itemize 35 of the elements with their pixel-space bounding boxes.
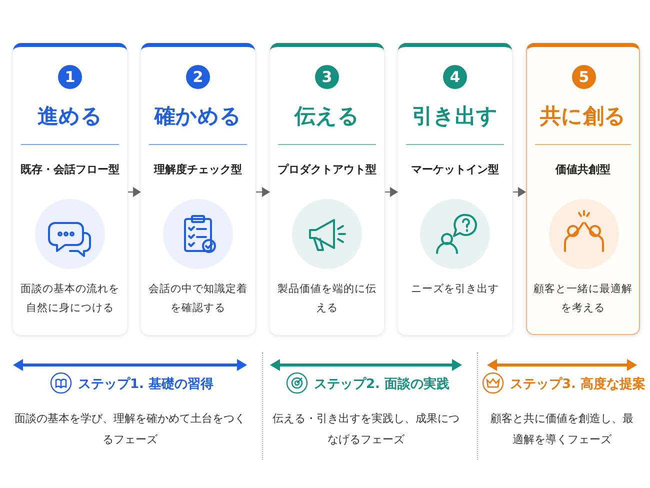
step-description: 顧客と共に価値を創造し、最適解を導くフェーズ — [490, 411, 634, 448]
step-heading: ステップ3. 高度な提案 — [510, 376, 646, 393]
number-badge: 2 — [186, 65, 210, 89]
number-badge: 4 — [443, 65, 467, 89]
type-label: 既存・会話フロー型 — [20, 162, 120, 177]
step-heading: ステップ1. 基礎の習得 — [78, 376, 214, 393]
number-badge: 3 — [315, 65, 339, 89]
type-label: 理解度チェック型 — [152, 162, 243, 177]
card-title: 確かめる — [153, 103, 242, 130]
description-text: 製品価値を端的に伝える — [276, 282, 378, 316]
step-description: 伝える・引き出すを実践し、成果につなげるフェーズ — [272, 411, 460, 448]
step-card — [270, 43, 384, 335]
step-card — [526, 43, 640, 335]
number-badge: 5 — [572, 65, 596, 89]
step-card — [141, 43, 255, 335]
type-label: 価値共創型 — [554, 162, 612, 177]
step-card — [398, 43, 512, 335]
arrow — [256, 187, 270, 197]
number-badge: 1 — [58, 65, 82, 89]
step-description: 面談の基本を学び、理解を確かめて土台をつくるフェーズ — [14, 411, 246, 448]
arrow — [384, 187, 398, 197]
description-text: 顧客と一緒に最適解を考える — [533, 282, 633, 316]
card-title: 共に創る — [539, 103, 627, 130]
step-card — [13, 43, 127, 335]
card-title: 進める — [36, 103, 104, 130]
card-title: 引き出す — [411, 103, 499, 130]
description-text: ニーズを引き出す — [410, 282, 500, 297]
type-label: マーケットイン型 — [410, 162, 500, 177]
arrow — [128, 187, 141, 197]
description-text: 面談の基本の流れを自然に身につける — [20, 282, 120, 316]
type-label: プロダクトアウト型 — [276, 162, 378, 177]
description-text: 会話の中で知識定着を確認する — [148, 282, 248, 316]
step-heading: ステップ2. 面談の実践 — [314, 376, 450, 393]
card-title: 伝える — [292, 103, 360, 130]
arrow — [512, 187, 526, 197]
